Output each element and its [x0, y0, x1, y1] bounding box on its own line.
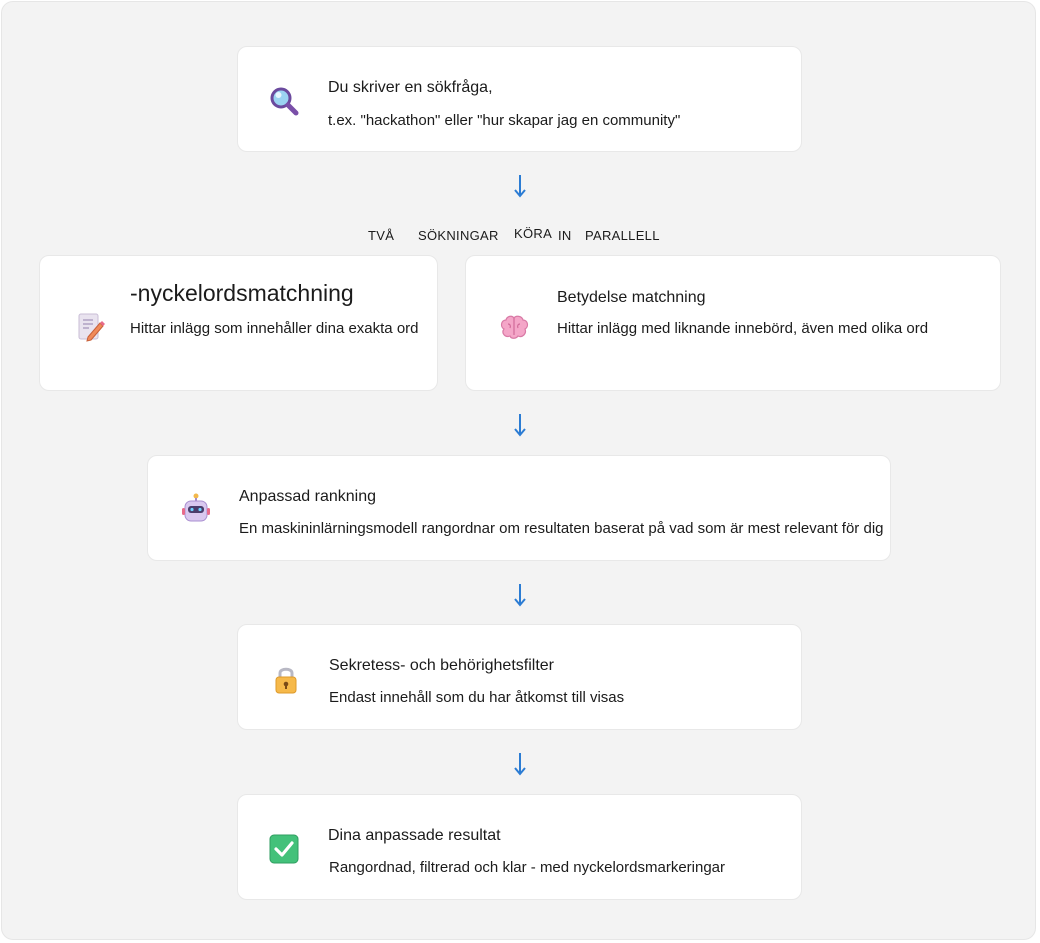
down-arrow-icon [510, 410, 530, 440]
ranking-title: Anpassad rankning [239, 488, 376, 505]
query-title: Du skriver en sökfråga, [328, 79, 493, 96]
ranking-card: Anpassad rankning En maskininlärningsmod… [147, 455, 891, 561]
lock-icon [270, 663, 302, 695]
query-card: Du skriver en sökfråga, t.ex. "hackathon… [237, 46, 802, 152]
parallel-word: PARALLELL [585, 228, 660, 243]
privacy-description: Endast innehåll som du har åtkomst till … [329, 689, 625, 706]
check-box-icon [268, 833, 300, 865]
down-arrow-icon [510, 749, 530, 779]
parallel-word: SÖKNINGAR [418, 228, 499, 243]
results-title: Dina anpassade resultat [328, 827, 501, 844]
memo-pencil-icon [74, 311, 106, 343]
down-arrow-icon [510, 580, 530, 610]
privacy-card: Sekretess- och behörighetsfilter Endast … [237, 624, 802, 730]
query-description: t.ex. "hackathon" eller "hur skapar jag … [328, 112, 681, 129]
results-card: Dina anpassade resultat Rangordnad, filt… [237, 794, 802, 900]
down-arrow-icon [510, 171, 530, 201]
semantic-description: Hittar inlägg med liknande innebörd, äve… [557, 320, 929, 337]
keyword-title: -nyckelordsmatchning [130, 280, 354, 306]
magnifier-icon [268, 85, 300, 117]
parallel-word: TVÅ [368, 228, 395, 243]
keyword-card: -nyckelordsmatchning Hittar inlägg som i… [39, 255, 438, 391]
results-description: Rangordnad, filtrerad och klar - med nyc… [329, 859, 726, 876]
keyword-description: Hittar inlägg som innehåller dina exakta… [130, 320, 419, 337]
ranking-description: En maskininlärningsmodell rangordnar om … [239, 520, 884, 537]
parallel-word: KÖRA [514, 226, 553, 241]
brain-icon [498, 311, 530, 343]
robot-icon [180, 493, 212, 525]
semantic-title: Betydelse matchning [557, 289, 706, 306]
parallel-word: IN [558, 228, 572, 243]
semantic-card: Betydelse matchning Hittar inlägg med li… [465, 255, 1001, 391]
privacy-title: Sekretess- och behörighetsfilter [329, 657, 554, 674]
